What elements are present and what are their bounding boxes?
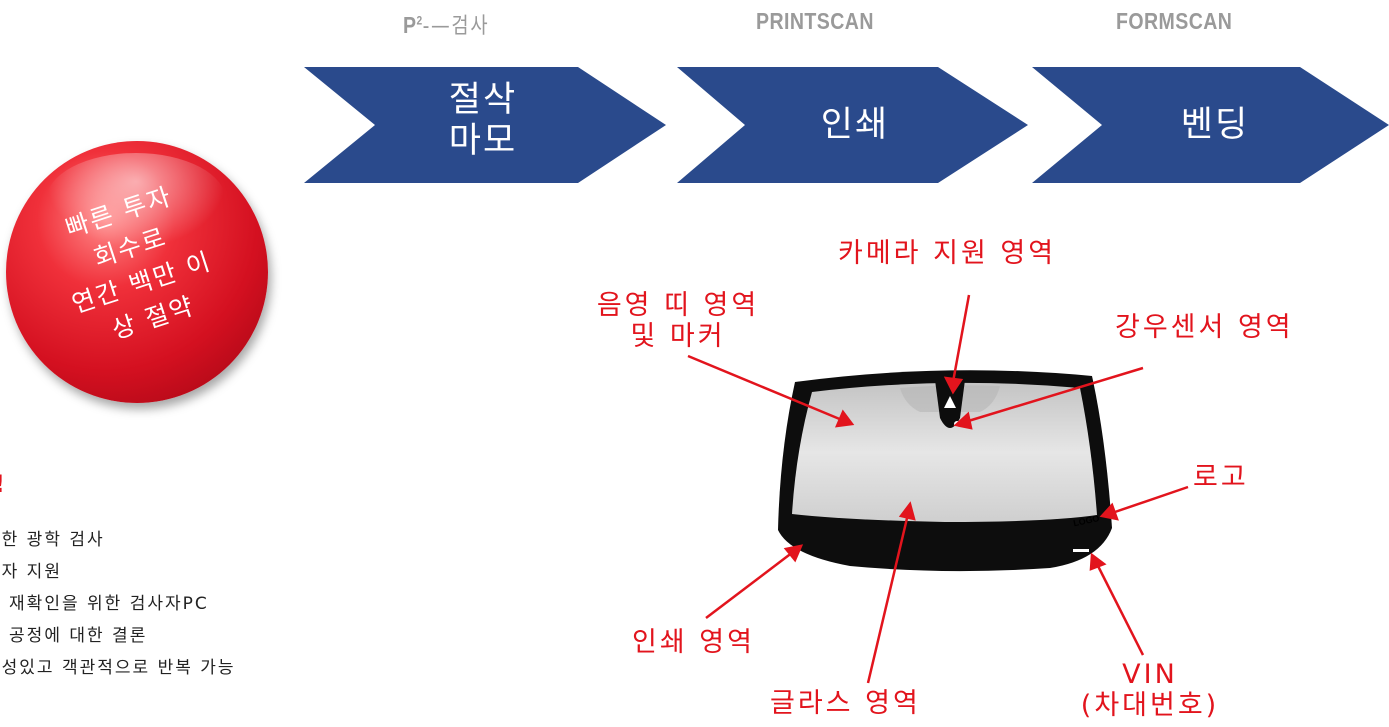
- callout-shade-band: 음영 띠 영역 및 마커: [578, 290, 778, 352]
- callout-print-area: 인쇄 영역: [632, 627, 755, 658]
- arrow-print: [705, 551, 794, 619]
- chevron-print: [677, 67, 1028, 183]
- stage-text-cut-wear: 절삭 마모: [448, 80, 518, 161]
- list-item: 벽한 광학 검사: [0, 530, 105, 550]
- process-chevrons: [304, 67, 1389, 183]
- list-item: 산 공정에 대한 결론: [0, 626, 148, 646]
- arrow-rain: [964, 366, 1144, 424]
- windshield-glass: [792, 382, 1097, 522]
- callout-logo: 로고: [1193, 462, 1249, 493]
- feature-list: 벽한 광학 검사 사자 지원 등 재확인을 위한 검사자PC 산 공정에 대한 …: [0, 524, 360, 684]
- stage-text-bending: 벤딩: [1180, 105, 1250, 145]
- list-item: 등 재확인을 위한 검사자PC: [0, 594, 209, 614]
- stage-label-printscan: PRINTSCAN: [756, 8, 874, 34]
- stage-label-p2-inspection: P2-—검사: [403, 8, 489, 40]
- stage-label-rest: -—검사: [422, 14, 490, 39]
- arrow-logo: [1111, 485, 1189, 515]
- callout-shade-line2: 및 마커: [630, 321, 726, 352]
- stage-label-formscan: FORMSCAN: [1116, 8, 1233, 34]
- callout-vin-line2: (차대번호): [1080, 690, 1220, 721]
- list-item: 뢰성있고 객관적으로 반복 가능: [0, 658, 236, 678]
- callout-glass-area: 글라스 영역: [770, 688, 921, 719]
- vin-window: [1073, 549, 1089, 552]
- arrow-camera: [951, 294, 971, 383]
- callout-camera-area: 카메라 지원 영역: [838, 238, 1057, 269]
- callout-vin-line1: VIN: [1122, 659, 1178, 690]
- callout-shade-line1: 음영 띠 영역: [596, 290, 760, 321]
- chevron-bending: [1032, 67, 1389, 183]
- chevron-cut-wear: [304, 67, 666, 183]
- arrow-glass: [866, 513, 910, 684]
- stage-label-superscript: 2: [416, 13, 423, 28]
- arrow-shade: [687, 354, 843, 422]
- arrow-vin: [1095, 563, 1145, 656]
- camera-marker: [944, 396, 956, 408]
- savings-badge: 빠른 투자 회수로 연간 백만 이 상 절약: [6, 141, 268, 403]
- callout-rain-sensor: 강우센서 영역: [1115, 312, 1294, 343]
- badge-gloss: [46, 153, 226, 248]
- stage-text-print: 인쇄: [820, 105, 890, 145]
- stage-label-prefix: P: [403, 12, 417, 38]
- list-item: 사자 지원: [0, 562, 62, 582]
- list-heading-marker: !: [0, 470, 10, 498]
- callout-vin: VIN (차대번호): [1070, 659, 1230, 721]
